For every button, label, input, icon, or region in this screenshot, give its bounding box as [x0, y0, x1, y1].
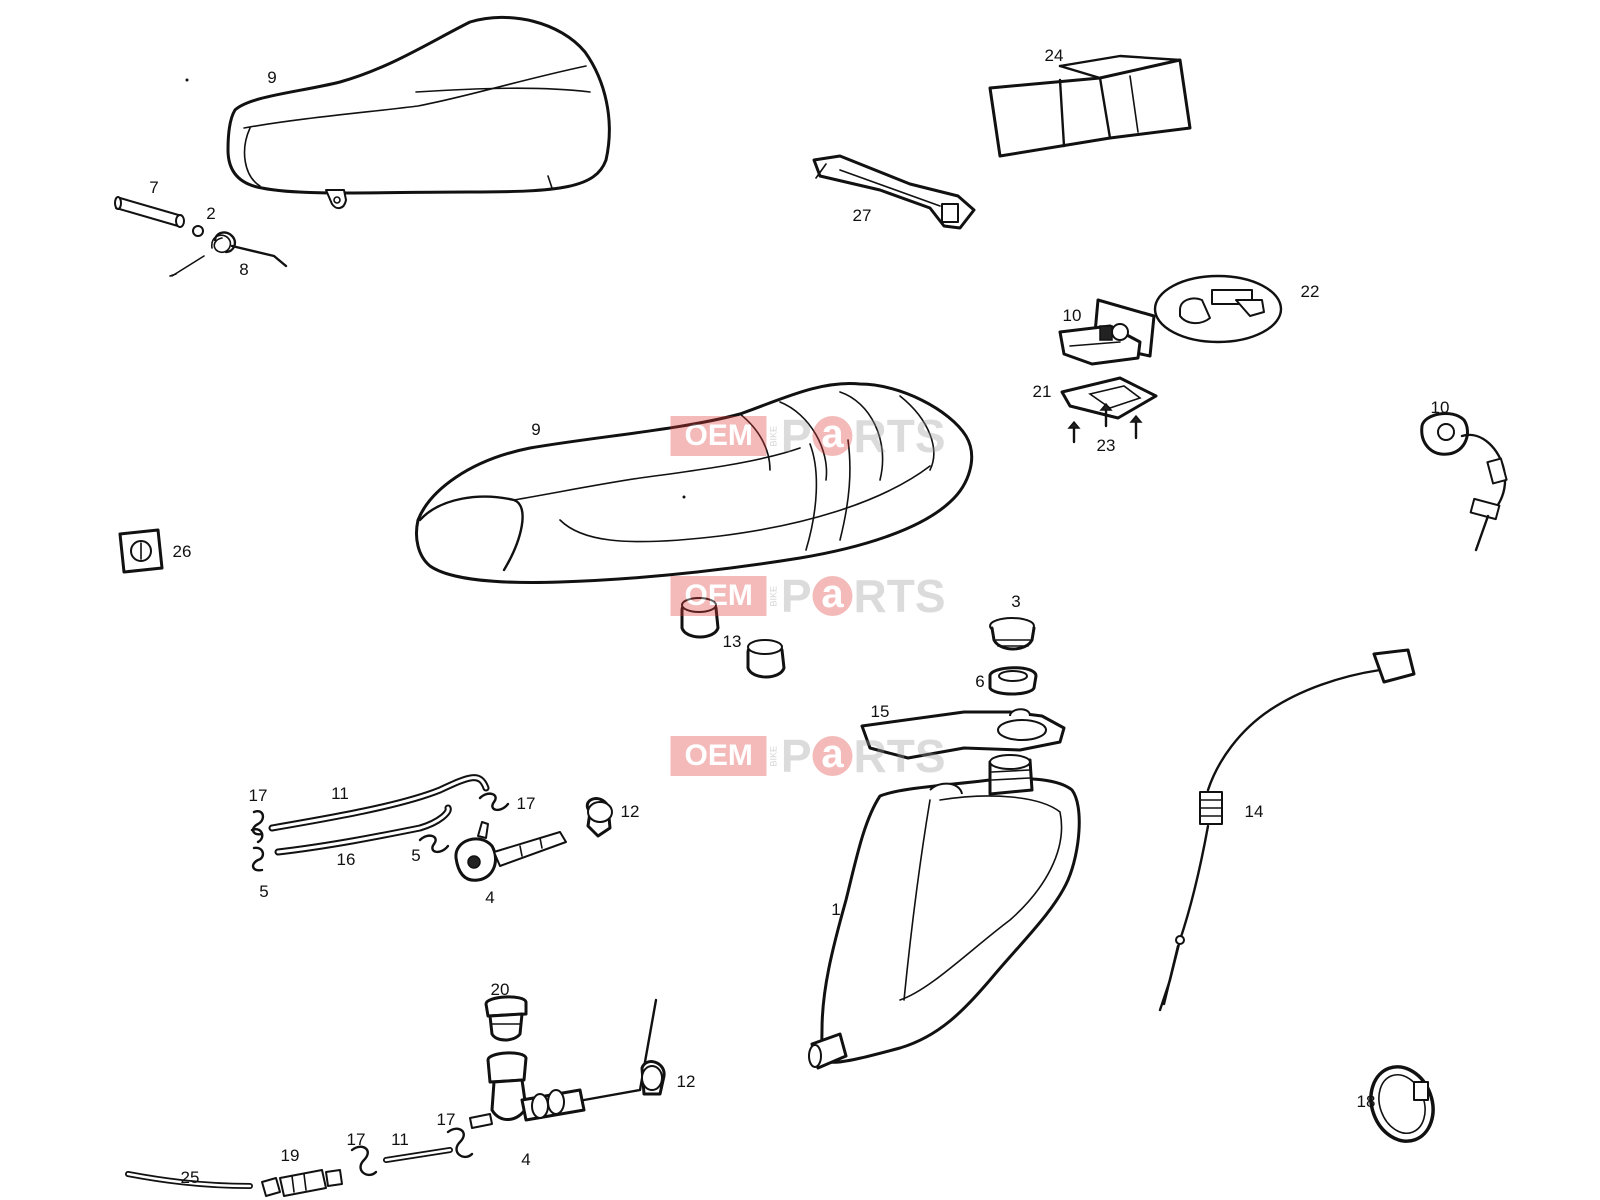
tank-gasket-drawing: [860, 708, 1066, 760]
callout-lock: 10: [1062, 306, 1082, 325]
watermark: OEM BIKE P a RTS: [670, 573, 946, 619]
callout-lock-plate: 21: [1032, 382, 1052, 401]
fuel-tank-drawing: [808, 754, 1081, 1070]
callout-screws: 23: [1096, 436, 1116, 455]
callout-seat-top: 9: [267, 68, 277, 87]
fuel-cap-drawing: [989, 617, 1036, 651]
callout-fuel-tank: 1: [831, 900, 841, 919]
cover-plug-drawing: [118, 528, 164, 574]
callout-rubber-buffers: 13: [722, 632, 742, 651]
callout-clip-a: 17: [436, 1110, 456, 1129]
callout-clip-left: 17: [248, 786, 268, 805]
level-sensor-drawing: [1158, 648, 1416, 1012]
callout-washer: 2: [206, 204, 216, 223]
callout-clip-mid: 5: [411, 846, 421, 865]
clamp-lower-drawing: [640, 1060, 666, 1096]
callout-fuel-filter: 19: [280, 1146, 300, 1165]
callout-spring: 8: [239, 260, 249, 279]
callout-clamp-upper: 12: [620, 802, 640, 821]
spring-drawing: [169, 231, 288, 277]
ignition-switch-drawing: [1420, 411, 1508, 552]
callout-tank-gasket: 15: [870, 702, 890, 721]
callout-hose-clamp: 18: [1356, 1092, 1376, 1111]
hose-clamp-drawing: [1369, 1065, 1435, 1143]
callout-fuel-tap-upper: 4: [485, 888, 495, 907]
callout-fuel-cap: 3: [1011, 592, 1021, 611]
callout-hose-upper: 11: [331, 784, 349, 803]
fuel-tap-upper-drawing: [454, 821, 567, 882]
watermark: OEM BIKE P a RTS: [670, 413, 946, 459]
ring-nut-drawing: [988, 666, 1038, 696]
callout-cover-plug: 26: [172, 542, 192, 561]
seat-top-drawing: [226, 15, 611, 210]
callout-level-sensor: 14: [1244, 802, 1264, 821]
callout-clip-b: 17: [346, 1130, 366, 1149]
callout-hose-25: 25: [180, 1168, 200, 1187]
washer-drawing: [192, 225, 204, 237]
pin-drawing: [114, 196, 185, 228]
callout-clamp-lower: 12: [676, 1072, 696, 1091]
callout-clip-right: 17: [516, 794, 536, 813]
battery-strap-drawing: [812, 154, 976, 230]
seat-lock-drawing: [1058, 298, 1156, 366]
watermark: OEM BIKE P a RTS: [670, 733, 946, 779]
callout-seat-main: 9: [531, 420, 541, 439]
callout-hose-16: 16: [336, 850, 356, 869]
callout-battery: 24: [1044, 46, 1064, 65]
callout-battery-strap: 27: [852, 206, 872, 225]
callout-key-set: 22: [1300, 282, 1320, 301]
callout-ring-nut: 6: [975, 672, 985, 691]
callout-ignition-switch: 10: [1430, 398, 1450, 417]
seat-main-drawing: [415, 381, 974, 584]
lock-plate-drawing: [1060, 376, 1158, 420]
hoses-upper-drawing: [268, 774, 490, 856]
battery-drawing: [988, 54, 1192, 158]
clamp-upper-drawing: [585, 797, 613, 838]
filter-cap-drawing: [484, 995, 528, 1042]
callout-pin: 7: [149, 178, 159, 197]
callout-filter-cap: 20: [490, 980, 510, 999]
callout-hose-lower: 11: [391, 1130, 409, 1149]
clips-drawing: [250, 792, 510, 872]
dot-mark: [185, 78, 189, 82]
callout-clip-lower-left: 5: [259, 882, 269, 901]
callout-fuel-tap-lower: 4: [521, 1150, 531, 1169]
dot-mark: [682, 495, 686, 499]
screws-drawing: [1067, 402, 1143, 444]
lower-fuel-line-drawing: [125, 1127, 474, 1197]
rubber-buffers-drawing: [680, 597, 786, 679]
fuel-tap-lower-drawing: [469, 998, 658, 1129]
key-set-drawing: [1153, 274, 1283, 344]
